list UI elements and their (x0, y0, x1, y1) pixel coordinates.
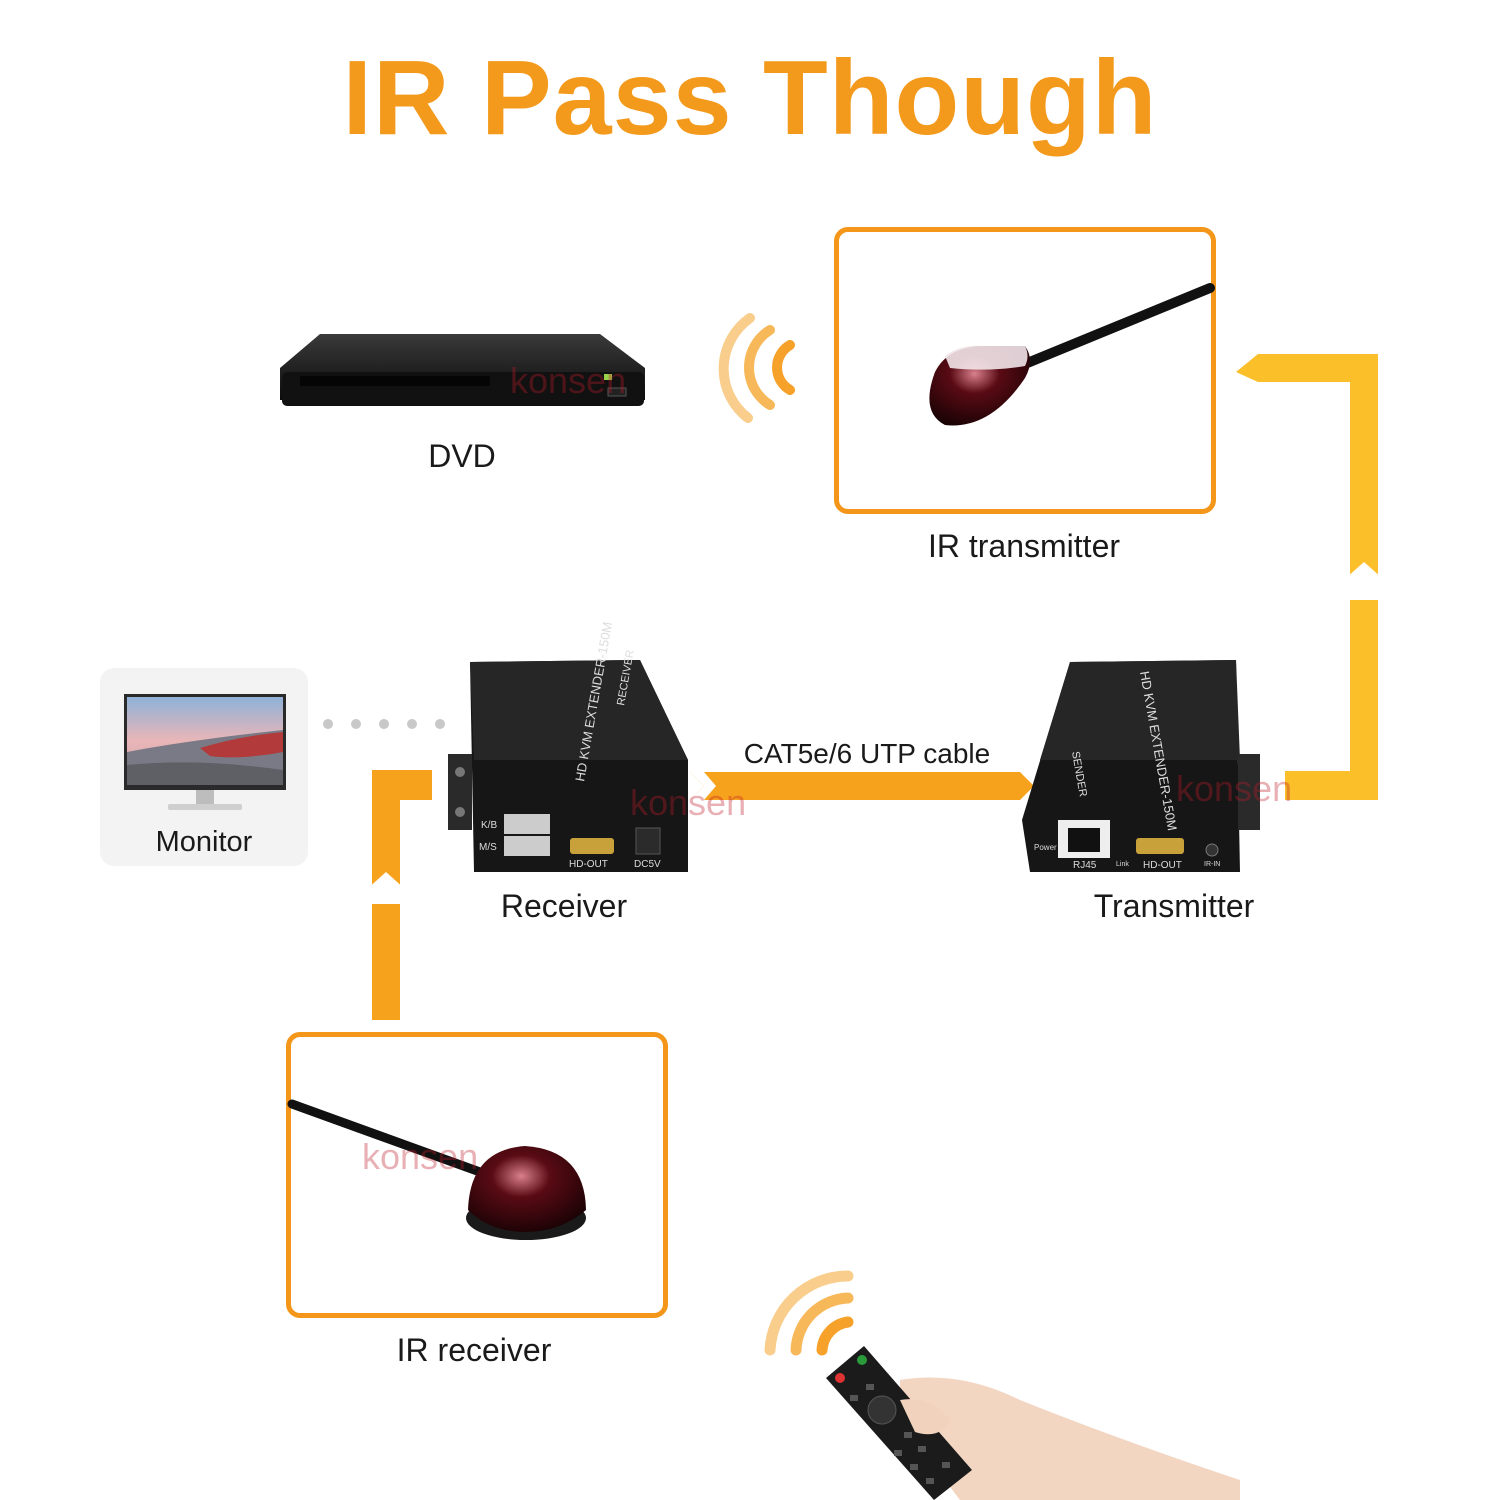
dvd-label: DVD (428, 438, 496, 474)
monitor-picture (124, 694, 286, 810)
receiver-port-dc5v: DC5V (634, 859, 661, 870)
watermark: konsen (510, 360, 627, 401)
receiver-port-ms: M/S (479, 842, 497, 853)
cable-label: CAT5e/6 UTP cable (743, 738, 991, 769)
receiver-port-kb: K/B (481, 820, 497, 831)
watermark: konsen (630, 782, 747, 823)
transmitter-device-image: HD KVM EXTENDER-150M SENDER Power RJ45 L… (1022, 660, 1260, 872)
transmitter-port-rj45: RJ45 (1073, 860, 1097, 871)
cable-arrow (690, 772, 1034, 800)
ir-signal-waves-top (718, 313, 795, 423)
remote-control-image (826, 1346, 1240, 1500)
dotted-connection (323, 719, 445, 729)
watermark: konsen (1176, 768, 1293, 809)
signal-path-left (366, 770, 432, 1020)
transmitter-port-hdout: HD-OUT (1143, 860, 1182, 871)
receiver-device-image: HD KVM EXTENDER-150M RECEIVER K/B M/S HD… (448, 621, 688, 872)
signal-path-right (1236, 354, 1382, 800)
ir-transmitter-picture (929, 283, 1215, 426)
ir-signal-waves-bottom (764, 1270, 854, 1356)
transmitter-port-link: Link (1116, 861, 1129, 868)
receiver-port-hdout: HD-OUT (569, 859, 608, 870)
receiver-label: Receiver (500, 888, 628, 924)
dvd-player-image (280, 334, 645, 406)
transmitter-port-irin: IR-IN (1204, 861, 1220, 868)
transmitter-label: Transmitter (1093, 888, 1255, 924)
ir-transmitter-label: IR transmitter (927, 528, 1121, 564)
page-title: IR Pass Though (342, 39, 1158, 157)
monitor-label: Monitor (155, 826, 253, 858)
transmitter-port-power: Power (1034, 843, 1057, 852)
ir-receiver-label: IR receiver (396, 1332, 552, 1368)
ir-receiver-picture (287, 1099, 586, 1240)
watermark: konsen (362, 1136, 479, 1177)
